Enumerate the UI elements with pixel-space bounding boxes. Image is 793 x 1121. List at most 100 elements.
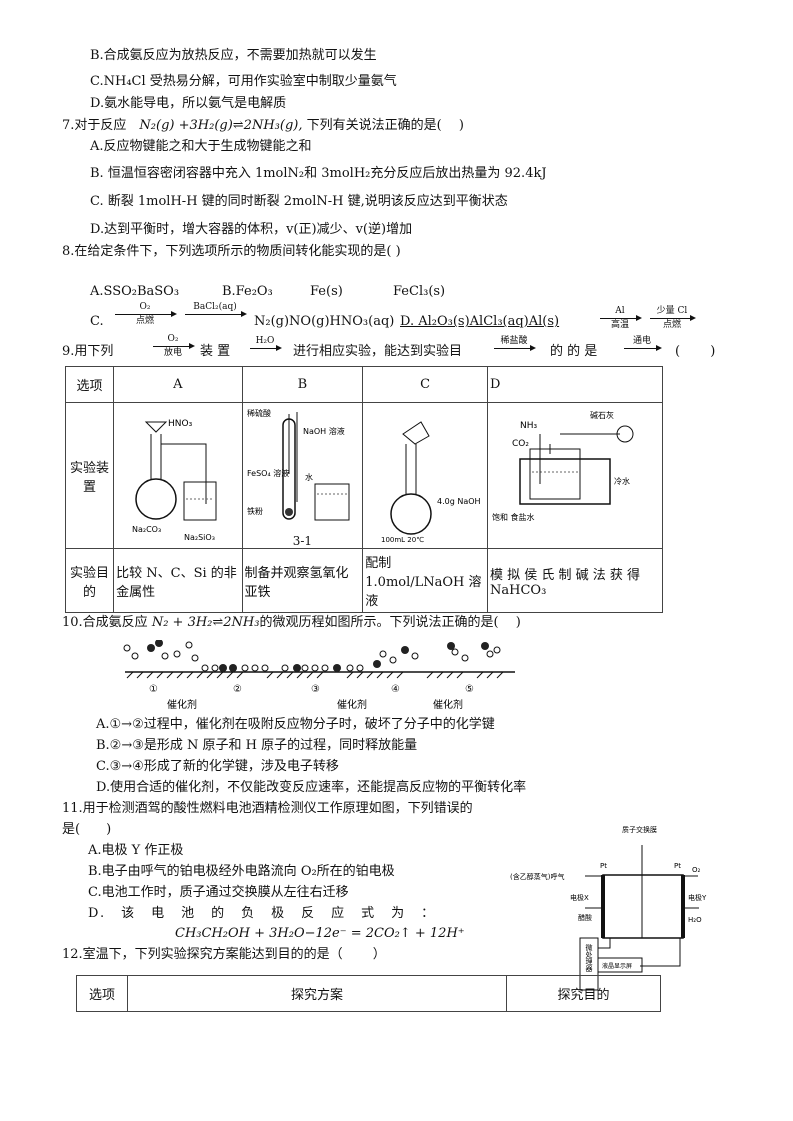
- q10-stem-text2: 的微观历程如图所示。下列说法正确的是( ): [259, 615, 521, 630]
- label-naoh: NaOH 溶液: [303, 426, 345, 436]
- apparatus-d: NH₃ CO₂ 碱石灰 饱和 食盐水 冷水: [487, 402, 663, 549]
- q8-fecl3: FeCl₃(s): [393, 284, 446, 299]
- arrow-label: 放电: [163, 348, 182, 358]
- q8-stem: 8.在给定条件下，下列选项所示的物质间转化能实现的是( ): [62, 244, 401, 259]
- q10-stem: 10.合成氨反应 N₂ + 3H₂⇌2NH₃的微观历程如图所示。下列说法正确的是…: [62, 615, 521, 631]
- q11-equation: CH₃CH₂OH + 3H₂O−12e⁻ = 2CO₂↑ + 12H⁺: [175, 926, 465, 941]
- catalyst-label-2: 催化剂: [337, 698, 367, 711]
- q12-header-option: 选项: [76, 975, 128, 1012]
- apparatus-c-diagram: 100mL 20℃ 4.0g NaOH: [381, 420, 481, 544]
- label-feso4: FeSO₄ 溶液: [247, 468, 289, 478]
- q12-header-scheme: 探究方案: [127, 975, 507, 1012]
- arrow-label: BaCl₂(aq): [193, 302, 237, 312]
- q7-stem-text: 7.对于反应: [62, 118, 127, 133]
- catalyst-label-3: 催化剂: [433, 698, 463, 711]
- q9-stem: 9.用下列: [62, 344, 114, 359]
- step-1: ①: [149, 684, 158, 695]
- q10-option-b: B.②→③是形成 N 原子和 H 原子的过程，同时释放能量: [96, 738, 418, 753]
- label-na2co3: Na₂CO₃: [132, 525, 161, 534]
- q10-option-d: D.使用合适的催化剂，不仅能改变反应速率，还能提高反应物的平衡转化率: [96, 780, 527, 795]
- q11-option-b: B.电子由呼气的铂电极经外电路流向 O₂所在的铂电极: [88, 864, 395, 879]
- purpose-a: 比较 N、C、Si 的非金属性: [113, 548, 243, 613]
- step-3: ③: [311, 684, 320, 695]
- apparatus-a: HNO₃ Na₂CO₃ Na₂SiO₃: [113, 402, 243, 549]
- purpose-d: 模 拟 侯 氏 制 碱 法 获 得 NaHCO₃: [487, 548, 663, 613]
- label-electrode-y: 电极Y: [688, 893, 707, 902]
- apparatus-b: 稀硫酸 NaOH 溶液 FeSO₄ 溶液 水 铁粉 3-1: [241, 402, 364, 549]
- label-processor: 微处理器: [585, 943, 593, 973]
- q12-table: 选项 探究方案 探究目的: [76, 975, 661, 1012]
- arrow-al: Al 高温: [600, 306, 642, 331]
- label-nh3: NH₃: [520, 421, 538, 431]
- q9-table: 选项 A B C D 实验装置 HNO₃ Na₂CO₃ Na₂SiO₃ 稀硫酸 …: [64, 366, 663, 613]
- label-display: 液晶显示屏: [602, 962, 632, 970]
- caption-3-1: 3-1: [292, 533, 313, 548]
- label-soda-lime: 碱石灰: [590, 410, 614, 420]
- q9-header-b: B: [241, 366, 364, 403]
- q9-stem-2: 装 置: [200, 344, 231, 359]
- q6-option-b: B.合成氨反应为放热反应，不需要加热就可以发生: [90, 48, 377, 63]
- q10-equation: N₂ + 3H₂⇌2NH₃: [151, 615, 260, 630]
- arrow-h2o: H₂O: [250, 336, 282, 351]
- apparatus-c: 100mL 20℃ 4.0g NaOH: [362, 402, 488, 549]
- apparatus-d-diagram: NH₃ CO₂ 碱石灰 饱和 食盐水 冷水: [492, 410, 634, 522]
- q7-option-c: C. 断裂 1molH-H 键的同时断裂 2molN-H 键,说明该反应达到平衡…: [90, 194, 508, 209]
- q8-option-b: B.Fe₂O₃: [222, 284, 273, 299]
- q12-header-purpose: 探究目的: [506, 975, 661, 1012]
- label-naoh-mass: 4.0g NaOH: [437, 497, 481, 506]
- q9-row-apparatus-label: 实验装置: [64, 402, 115, 549]
- arrow-label: 点燃: [135, 316, 154, 326]
- q7-option-d: D.达到平衡时，增大容器的体积，v(正)减少、v(逆)增加: [90, 222, 413, 237]
- q8-fe: Fe(s): [310, 284, 343, 299]
- q9-row-purpose-label: 实验目的: [64, 548, 115, 613]
- label-o2: O₂: [692, 866, 701, 874]
- arrow-label: 点燃: [662, 320, 681, 330]
- q8-c-chain: N₂(g)NO(g)HNO₃(aq): [254, 314, 395, 329]
- q12-stem: 12.室温下，下列实验探究方案能达到目的的是（ ）: [62, 947, 386, 962]
- label-brine: 饱和 食盐水: [492, 512, 535, 522]
- q7-equation: N₂(g) +3H₂(g)⇌2NH₃(g),: [139, 118, 303, 133]
- arrow-label: Al: [615, 306, 625, 316]
- q8-option-d: D. Al₂O₃(s)AlCl₃(aq)Al(s): [400, 314, 560, 329]
- arrow-label: 通电: [632, 336, 651, 346]
- label-na2sio3: Na₂SiO₃: [184, 533, 215, 542]
- q9-stem-3: 进行相应实验，能达到实验目: [293, 344, 463, 359]
- label-cold-water: 冷水: [614, 476, 630, 486]
- arrow-label: 稀盐酸: [500, 336, 528, 346]
- label-pt-right: Pt: [674, 862, 681, 870]
- q9-header-a: A: [113, 366, 243, 403]
- q7-option-b: B. 恒温恒容密闭容器中充入 1molN₂和 3molH₂充分反应后放出热量为 …: [90, 166, 547, 181]
- q8-option-c: C.: [90, 314, 104, 329]
- step-4: ④: [391, 684, 400, 695]
- q10-stem-text: 10.合成氨反应: [62, 615, 148, 630]
- q6-option-d: D.氨水能导电，所以氨气是电解质: [90, 96, 287, 111]
- label-pt-left: Pt: [600, 862, 607, 870]
- label-acetic-acid: 醋酸: [578, 913, 592, 922]
- q9-answer-paren: ( ): [675, 344, 716, 359]
- q10-option-a: A.①→②过程中，催化剂在吸附反应物分子时，破坏了分子中的化学键: [96, 717, 495, 732]
- label-water: 水: [305, 472, 313, 482]
- q11-option-c: C.电池工作时，质子通过交换膜从左往右迁移: [88, 885, 349, 900]
- q11-stem-2: 是( ): [62, 822, 112, 837]
- purpose-b: 制备并观察氢氧化亚铁: [241, 548, 364, 613]
- q8-option-a: A.SSO₂BaSO₃: [90, 284, 180, 299]
- q9-header-d: D: [487, 366, 663, 403]
- catalyst-label-1: 催化剂: [167, 698, 197, 711]
- q11-option-a: A.电极 Y 作正极: [88, 843, 184, 858]
- apparatus-b-diagram: 稀硫酸 NaOH 溶液 FeSO₄ 溶液 水 铁粉: [247, 408, 350, 520]
- q9-stem-4: 的 的 是: [550, 344, 598, 359]
- q9-header-option: 选项: [64, 366, 115, 403]
- step-5: ⑤: [465, 684, 474, 695]
- arrow-dilute-hcl: 稀盐酸: [494, 336, 536, 351]
- q6-option-c: C.NH₄Cl 受热易分解，可用作实验室中制取少量氨气: [90, 74, 397, 89]
- q7-stem-text2: 下列有关说法正确的是( ): [306, 118, 464, 133]
- label-hno3: HNO₃: [168, 419, 193, 429]
- arrow-electrolysis: 通电: [624, 336, 662, 351]
- arrow-label: 高温: [610, 320, 629, 330]
- label-membrane: 质子交换膜: [622, 825, 657, 834]
- apparatus-a-diagram: HNO₃ Na₂CO₃ Na₂SiO₃: [132, 419, 217, 542]
